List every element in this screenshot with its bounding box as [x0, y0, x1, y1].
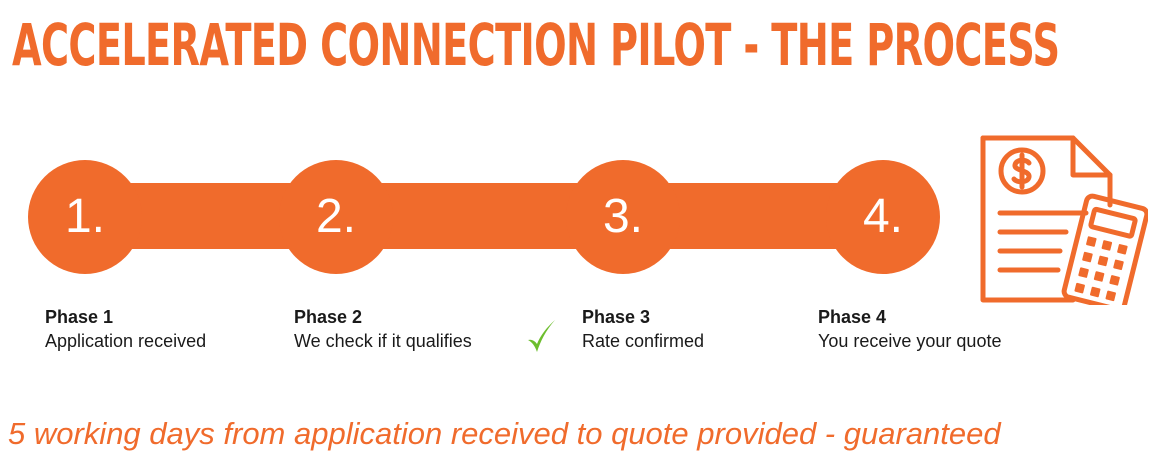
phase-2-description: We check if it qualifies: [294, 331, 472, 351]
phase-1: Phase 1 Application received: [45, 305, 206, 353]
phase-1-title: Phase 1: [45, 307, 114, 327]
invoice-calculator-icon: [980, 135, 1148, 305]
phase-3: Phase 3 Rate confirmed: [582, 305, 704, 353]
phase-1-description: Application received: [45, 331, 207, 351]
phase-3-title: Phase 3: [582, 307, 651, 327]
step-4-circle: 4.: [826, 160, 940, 274]
check-mark-icon: [528, 320, 555, 352]
step-2-circle: 2.: [279, 160, 393, 274]
phase-2: Phase 2 We check if it qualifies: [294, 305, 472, 353]
phase-4: Phase 4 You receive your quote: [818, 305, 1001, 353]
phase-4-description: You receive your quote: [818, 331, 1002, 351]
step-1-circle: 1.: [28, 160, 142, 274]
phase-3-description: Rate confirmed: [582, 331, 705, 351]
phase-2-title: Phase 2: [294, 307, 363, 327]
timeline-bar: [82, 183, 882, 249]
footer-guarantee: 5 working days from application received…: [8, 416, 1001, 451]
step-3-circle: 3.: [566, 160, 680, 274]
phase-4-title: Phase 4: [818, 307, 887, 327]
